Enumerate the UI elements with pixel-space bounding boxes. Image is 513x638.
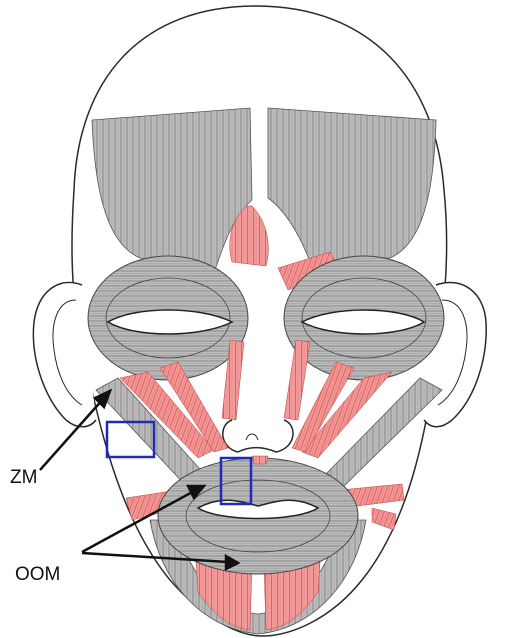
oom-label: OOM <box>15 564 60 586</box>
zm-label: ZM <box>10 467 37 489</box>
